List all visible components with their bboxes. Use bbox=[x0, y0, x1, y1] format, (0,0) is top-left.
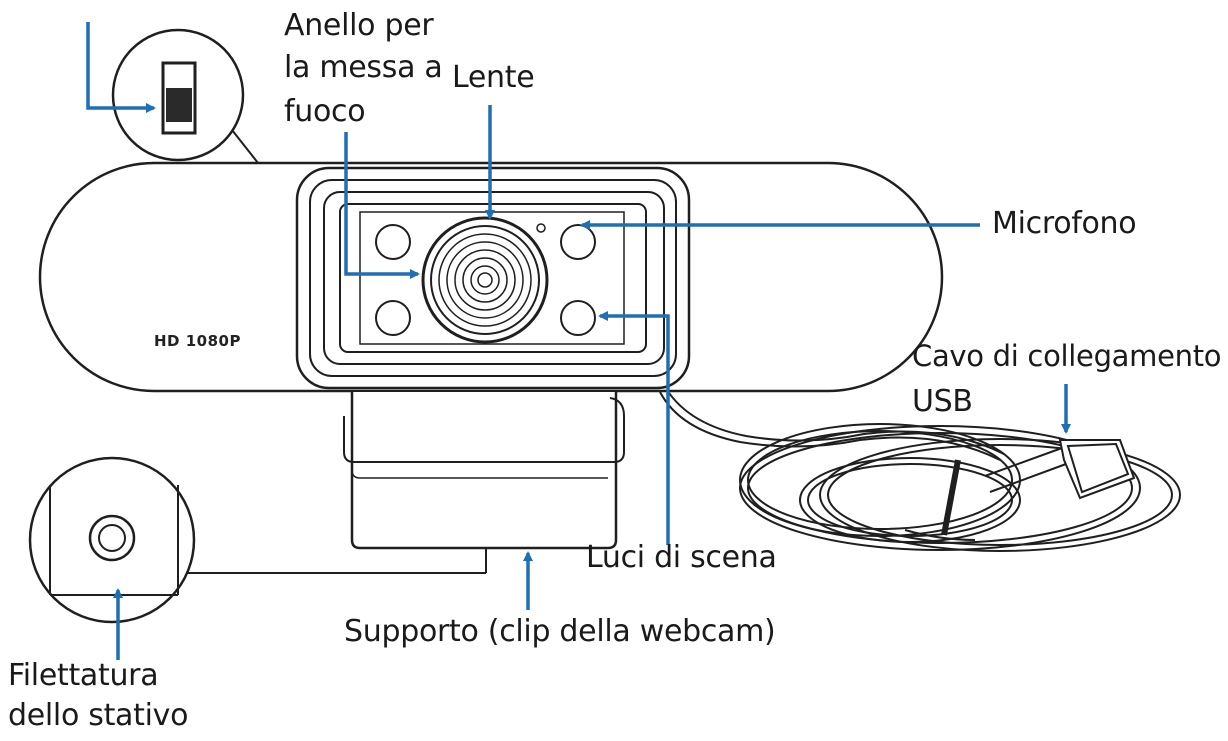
microphone-label: Microfono bbox=[992, 206, 1137, 241]
stage-lights-label: Luci di scena bbox=[586, 540, 777, 575]
stage-light-top-left bbox=[375, 224, 411, 260]
model-label: HD 1080P bbox=[154, 332, 241, 350]
focus-ring-label-line-3: fuoco bbox=[284, 94, 366, 129]
stage-light-bottom-left bbox=[375, 300, 411, 336]
usb-cable bbox=[659, 389, 1181, 552]
stage-light-top-right bbox=[560, 224, 596, 260]
webcam-body bbox=[38, 161, 944, 393]
usb-plug bbox=[1058, 439, 1136, 500]
arrow-focus-ring bbox=[344, 132, 420, 279]
tripod-thread-label-line-1: Filettatura bbox=[8, 658, 159, 693]
tripod-thread-detail bbox=[28, 456, 487, 624]
lens bbox=[421, 216, 549, 344]
arrow-stage-lights bbox=[598, 311, 670, 545]
stage-light-bottom-right bbox=[560, 300, 596, 336]
lens-label: Lente bbox=[452, 60, 535, 95]
tripod-thread-label-line-2: dello stativo bbox=[8, 698, 189, 733]
microphone-hole bbox=[536, 223, 546, 233]
usb-cable-label-line-2: USB bbox=[912, 384, 973, 419]
focus-ring-label-line-1: Anello per bbox=[284, 8, 434, 43]
usb-cable-label-line-1: Cavo di collegamento bbox=[912, 339, 1222, 373]
arrow-switch bbox=[86, 22, 156, 113]
focus-ring-label-line-2: la messa a bbox=[284, 50, 443, 85]
webcam-clip bbox=[343, 392, 625, 550]
annotation-arrows bbox=[86, 22, 1071, 660]
switch-detail bbox=[111, 28, 263, 169]
mount-label: Supporto (clip della webcam) bbox=[344, 614, 776, 649]
